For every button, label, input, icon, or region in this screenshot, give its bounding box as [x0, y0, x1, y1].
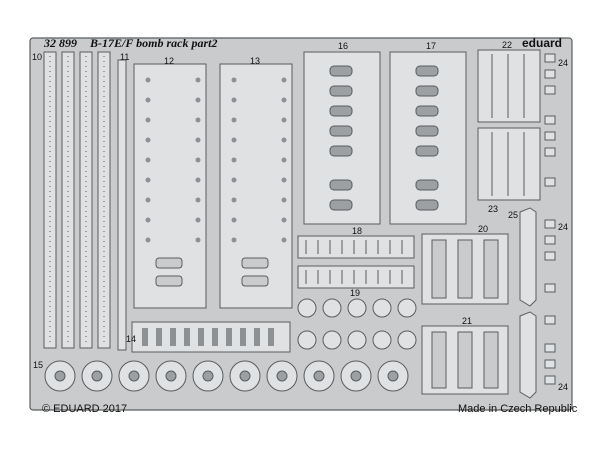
- part-number-12: 12: [164, 56, 174, 66]
- part-23-rack: [477, 127, 541, 201]
- part-number-21: 21: [462, 316, 472, 326]
- part-number-13: 13: [250, 56, 260, 66]
- part-number-18: 18: [352, 226, 362, 236]
- part-number-23: 23: [488, 204, 498, 214]
- part-24-small-tabs: [544, 53, 556, 385]
- copyright-text: © EDUARD 2017: [42, 403, 127, 415]
- part-number-10: 10: [32, 52, 42, 62]
- part-number-24-top: 24: [558, 58, 568, 68]
- part-number-24-bottom: 24: [558, 382, 568, 392]
- part-13-panel: [219, 63, 293, 309]
- part-11-strip: [117, 59, 127, 351]
- part-number-25: 25: [508, 210, 518, 220]
- part-20-rack: [421, 233, 509, 305]
- part-25-tall-piece: [519, 207, 537, 399]
- part-21-rack: [421, 325, 509, 395]
- part-number-15: 15: [33, 360, 43, 370]
- part-10-long-strips: [43, 51, 111, 349]
- part-15-large-rosettes: [44, 360, 409, 392]
- part-number-22: 22: [502, 40, 512, 50]
- part-number-14: 14: [126, 334, 136, 344]
- part-number-20: 20: [478, 224, 488, 234]
- part-18-clip-rows: [297, 235, 415, 289]
- part-number-19: 19: [350, 288, 360, 298]
- brand-logo: eduard: [522, 36, 562, 50]
- fret-title: B-17E/F bomb rack part2: [89, 36, 217, 50]
- part-number-16: 16: [338, 41, 348, 51]
- part-number-11: 11: [120, 52, 129, 62]
- made-in-text: Made in Czech Republic: [458, 403, 578, 415]
- part-14-clip-strip: [131, 321, 291, 353]
- part-19-small-rosettes: [297, 298, 417, 350]
- part-number-24-middle: 24: [558, 222, 568, 232]
- part-number-17: 17: [426, 41, 436, 51]
- part-12-panel: [133, 63, 207, 309]
- part-16-panel: [303, 51, 381, 225]
- part-17-panel: [389, 51, 467, 225]
- fret-code: 32 899: [43, 36, 77, 50]
- part-22-rack: [477, 49, 541, 123]
